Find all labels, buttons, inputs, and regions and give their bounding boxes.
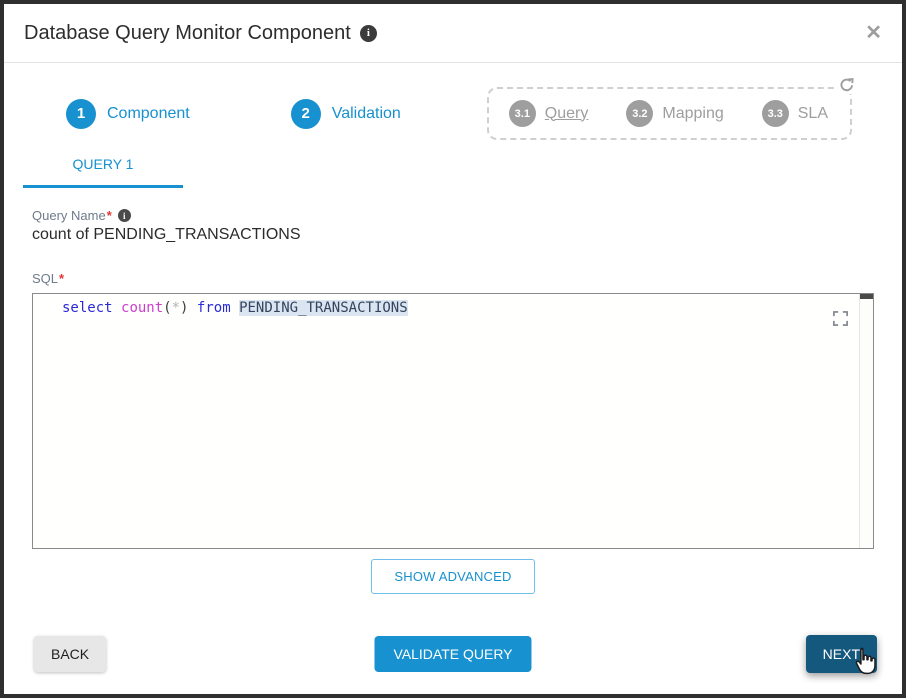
- step-component[interactable]: 1 Component: [66, 98, 190, 129]
- fullscreen-expand-icon[interactable]: [832, 310, 849, 327]
- substep-3-3-badge: 3.3: [761, 100, 789, 127]
- editor-scrollbar-thumb[interactable]: [860, 294, 873, 299]
- required-asterisk: *: [106, 208, 112, 223]
- substep-3-1-badge: 3.1: [508, 100, 536, 127]
- step-1-badge: 1: [66, 98, 96, 129]
- step-2-badge: 2: [290, 98, 321, 129]
- substep-sla[interactable]: 3.3 SLA: [761, 100, 828, 127]
- editor-scrollbar[interactable]: [859, 294, 873, 548]
- step-validation[interactable]: 2 Validation: [290, 98, 401, 129]
- query-name-label: Query Name* i: [32, 208, 874, 223]
- substep-3-2-label: Mapping: [662, 104, 724, 122]
- substep-3-2-badge: 3.2: [626, 100, 654, 127]
- query-tabs: QUERY 1: [23, 156, 902, 188]
- sql-code-editor[interactable]: select count(*) from PENDING_TRANSACTION…: [32, 293, 874, 549]
- sql-label: SQL*: [32, 271, 65, 286]
- substep-3-1-label: Query: [544, 104, 589, 122]
- modal-footer: BACK VALIDATE QUERY NEXT: [4, 635, 902, 694]
- wizard-steps: 1 Component 2 Validation 3.1 Query 3.2 M…: [66, 76, 856, 140]
- query-form: Query Name* i count of PENDING_TRANSACTI…: [4, 188, 902, 594]
- query-name-input[interactable]: count of PENDING_TRANSACTIONS: [32, 226, 301, 243]
- show-advanced-button[interactable]: SHOW ADVANCED: [371, 559, 535, 594]
- query-name-field: Query Name* i count of PENDING_TRANSACTI…: [32, 208, 874, 244]
- refresh-icon[interactable]: [838, 76, 856, 94]
- close-icon[interactable]: ✕: [865, 22, 882, 44]
- page-title: Database Query Monitor Component: [24, 21, 351, 44]
- tab-query-1[interactable]: QUERY 1: [23, 156, 183, 188]
- sql-keyword-select: select: [62, 300, 113, 316]
- validate-query-button[interactable]: VALIDATE QUERY: [374, 636, 532, 672]
- sql-field: SQL* select count(*) from PENDING_TRANSA…: [32, 271, 874, 549]
- step-1-label: Component: [107, 104, 190, 122]
- substep-mapping[interactable]: 3.2 Mapping: [626, 100, 724, 127]
- sql-function-count: count: [121, 300, 164, 316]
- next-button[interactable]: NEXT: [805, 635, 877, 675]
- required-asterisk: *: [59, 271, 65, 286]
- sql-code-line: select count(*) from PENDING_TRANSACTION…: [62, 300, 408, 316]
- sql-table-name: PENDING_TRANSACTIONS: [239, 300, 408, 316]
- substeps-group: 3.1 Query 3.2 Mapping 3.3 SLA: [486, 76, 856, 140]
- substep-query[interactable]: 3.1 Query: [508, 100, 589, 127]
- substep-3-3-label: SLA: [797, 104, 828, 122]
- step-2-label: Validation: [331, 104, 401, 122]
- modal-header: Database Query Monitor Component i ✕: [4, 4, 902, 63]
- title-info-icon[interactable]: i: [359, 24, 377, 42]
- query-name-info-icon[interactable]: i: [117, 209, 131, 222]
- sql-keyword-from: from: [196, 300, 231, 316]
- back-button[interactable]: BACK: [34, 636, 107, 672]
